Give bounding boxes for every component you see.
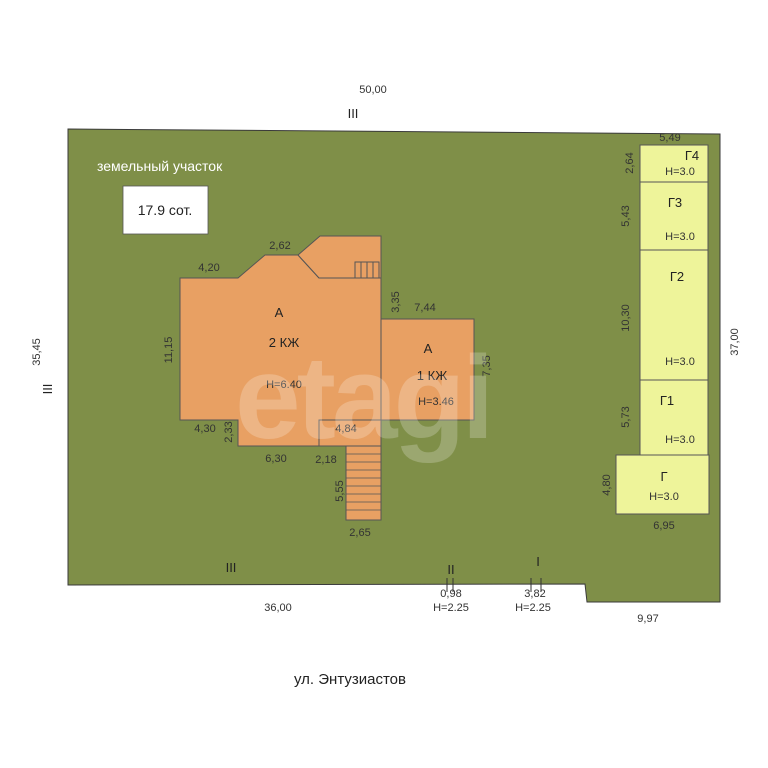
house-dim-2-65: 2,65 <box>349 527 370 539</box>
house-annex <box>380 318 475 421</box>
plot-area-box <box>122 185 209 235</box>
exterior-stairs <box>345 445 382 521</box>
house-main-height: H=6.40 <box>266 379 302 391</box>
house-dim-2-62: 2,62 <box>269 240 290 252</box>
street-name: ул. Энтузиастов <box>294 671 406 688</box>
inner-stairs-icon <box>354 261 380 279</box>
plot-zone-bottom-mid: II <box>447 562 454 577</box>
house-dim-6-30: 6,30 <box>265 453 286 465</box>
house-annex-letter: А <box>424 341 433 356</box>
house-dim-4-20: 4,20 <box>198 262 219 274</box>
outbuilding-g1-name: Г1 <box>660 393 674 408</box>
gate-1-height: H=2.25 <box>433 602 469 614</box>
outbuilding-g1-height: H=3.0 <box>665 434 695 446</box>
plot-dim-bottom-left: 36,00 <box>264 602 292 614</box>
outbuildings-bottom-dim: 6,95 <box>653 520 674 532</box>
outbuilding-g3-dim: 5,43 <box>620 205 632 226</box>
annex-dim-7-44: 7,44 <box>414 302 435 314</box>
outbuilding-g4-name: Г4 <box>685 148 699 163</box>
house-dim-4-84: 4,84 <box>335 423 356 435</box>
outbuilding-g <box>615 454 710 515</box>
house-main-floors: 2 КЖ <box>269 335 299 350</box>
gate-2-height: H=2.25 <box>515 602 551 614</box>
gate-1-width: 0,98 <box>440 588 461 600</box>
outbuilding-g4-dim: 2,64 <box>624 152 636 173</box>
watermark-logo: etagi <box>235 332 490 464</box>
plot-zone-left: III <box>40 384 55 395</box>
plot-zone-bottom-left: III <box>226 560 237 575</box>
outbuilding-g-name: Г <box>660 469 667 484</box>
outbuilding-g2-dim: 10,30 <box>620 304 632 332</box>
house-dim-11-15: 11,15 <box>163 337 175 364</box>
outbuilding-g3-name: Г3 <box>668 195 682 210</box>
house-main-upper <box>297 235 382 279</box>
house-dim-4-30: 4,30 <box>194 423 215 435</box>
house-dim-2-33: 2,33 <box>223 421 235 442</box>
outbuildings <box>615 144 710 515</box>
house-annex-floors: 1 КЖ <box>417 368 447 383</box>
house-dim-3-35: 3,35 <box>390 291 402 312</box>
outbuilding-g3-height: H=3.0 <box>665 231 695 243</box>
house-annex-height: H=3.46 <box>418 396 454 408</box>
house-dim-5-55: 5,55 <box>334 480 346 501</box>
plot-dim-left: 35,45 <box>31 338 43 366</box>
plot-zone-bottom-right: I <box>536 554 540 569</box>
outbuilding-g-dim: 4,80 <box>601 474 613 495</box>
outbuilding-g-height: H=3.0 <box>649 491 679 503</box>
outbuildings-top-dim: 5,49 <box>659 132 680 144</box>
outbuilding-g2-height: H=3.0 <box>665 356 695 368</box>
plot-label: земельный участок <box>97 158 223 174</box>
plot-area: 17.9 сот. <box>138 202 193 218</box>
house-main-letter: А <box>275 305 284 320</box>
gate-2-width: 3,82 <box>524 588 545 600</box>
plot-dim-right: 37,00 <box>729 328 741 356</box>
outbuilding-g1-dim: 5,73 <box>620 406 632 427</box>
plot-dim-bottom-right: 9,97 <box>637 613 658 625</box>
annex-dim-7-35: 7,35 <box>481 355 493 376</box>
outbuilding-g4-height: H=3.0 <box>665 166 695 178</box>
plot-dim-top: 50,00 <box>359 84 387 96</box>
outbuilding-g2-name: Г2 <box>670 269 684 284</box>
house-dim-2-18: 2,18 <box>315 454 336 466</box>
outbuilding-g3 <box>639 181 709 251</box>
gate-markers <box>446 578 542 592</box>
outbuilding-g1 <box>639 379 709 456</box>
outbuilding-g4 <box>639 144 709 183</box>
plot-zone-top: III <box>348 106 359 121</box>
